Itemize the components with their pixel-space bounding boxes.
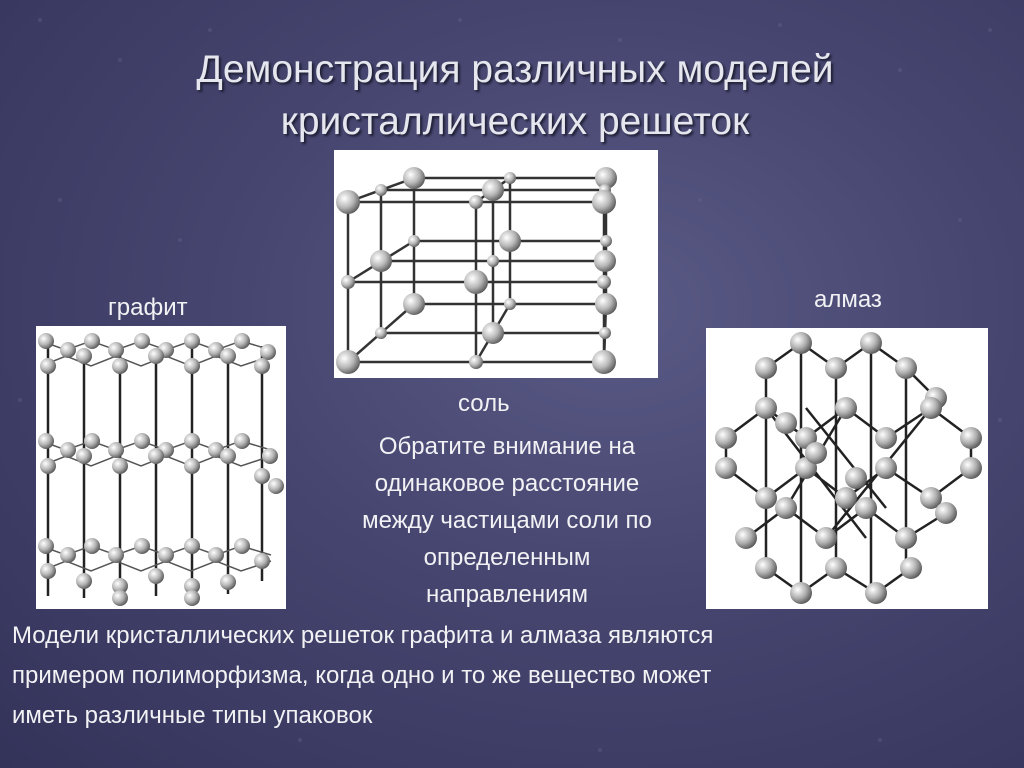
diamond-lattice-image: [706, 328, 988, 609]
note-line: между частицами соли по: [362, 507, 652, 534]
note-line: одинаковое расстояние: [374, 470, 640, 497]
salt-lattice-image: [334, 150, 658, 378]
title-line-2: кристаллических решеток: [280, 100, 750, 143]
polymorphism-caption: Модели кристаллических решеток графита и…: [12, 616, 1012, 736]
caption-line: иметь различные типы упаковок: [12, 702, 373, 729]
diamond-label: алмаз: [814, 286, 882, 313]
graphite-lattice-image: [36, 326, 286, 609]
graphite-label: графит: [108, 294, 188, 321]
salt-label: соль: [458, 390, 510, 417]
caption-line: примером полиморфизма, когда одно и то ж…: [12, 662, 712, 689]
salt-note: Обратите внимание на одинаковое расстоян…: [318, 428, 696, 613]
note-line: Обратите внимание на: [378, 433, 636, 460]
caption-line: Модели кристаллических решеток графита и…: [12, 622, 714, 649]
title-line-1: Демонстрация различных моделей: [196, 48, 834, 91]
slide-title: Демонстрация различных моделей кристалли…: [90, 44, 940, 148]
note-line: направлениям: [426, 581, 588, 608]
note-line: определенным: [423, 544, 591, 571]
